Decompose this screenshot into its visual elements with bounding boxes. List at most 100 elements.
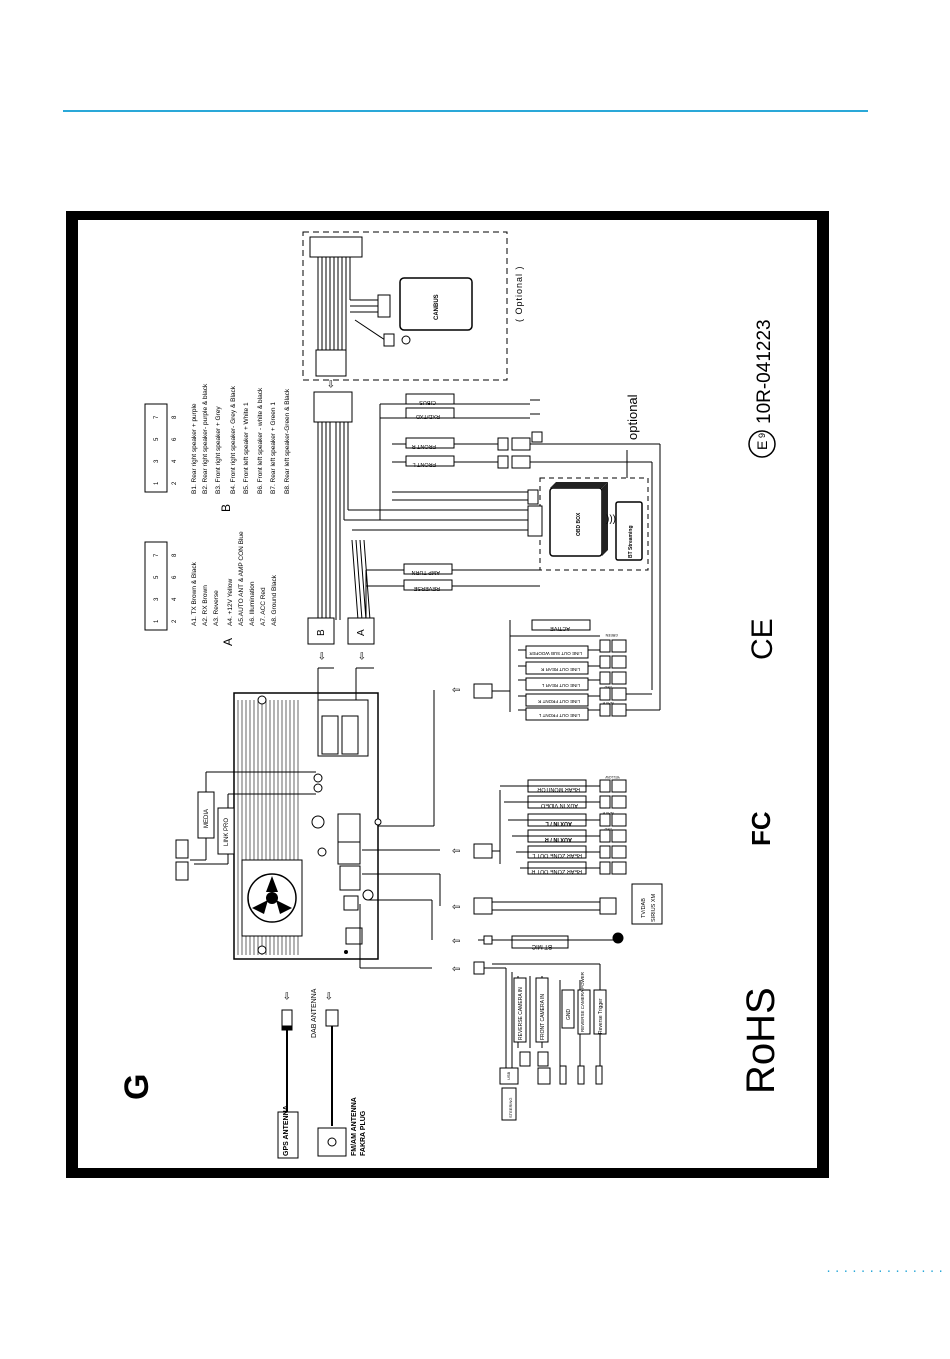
white-label-2: WHITE — [602, 811, 614, 815]
reverse-camera-in-label: REVERSE CAMERA IN — [518, 987, 524, 1040]
svg-text:B3. Front right speaker + Grey: B3. Front right speaker + Grey — [215, 406, 222, 494]
svg-text:B4. Front right speaker- Grey: B4. Front right speaker- Grey & Black — [230, 385, 237, 494]
svg-text:⇦: ⇦ — [317, 652, 328, 660]
steering-label: STEERING — [508, 1098, 513, 1118]
gps-antenna-label: GPS ANTENNA — [283, 1105, 290, 1156]
front-camera-in-label: FRONT CAMERA IN — [540, 994, 546, 1040]
svg-text:⇦: ⇦ — [452, 964, 460, 975]
reverse-trigger-label: Reverse Trigger — [598, 998, 604, 1034]
aux-in-r-label: AUX IN / R — [545, 836, 572, 842]
connector-b-label: B — [316, 629, 327, 636]
e-mark: E 9 — [748, 430, 776, 458]
dab-antenna-label: DAB ANTENNA — [311, 988, 318, 1038]
cibus-wires — [379, 393, 540, 520]
svg-text:5: 5 — [154, 575, 160, 579]
red-label-2: RED — [604, 827, 612, 831]
svg-text:⇦: ⇦ — [357, 652, 368, 660]
yellow-label: YELLOW — [605, 775, 620, 779]
amp-reverse-wires — [365, 563, 540, 618]
white-label-1: WHITE — [602, 701, 614, 705]
rear-l-label: LINE OUT REAR L — [541, 683, 580, 688]
diagram-panel — [78, 220, 817, 1168]
svg-text:8: 8 — [172, 415, 178, 419]
svg-text:A6. Illumination: A6. Illumination — [249, 581, 256, 626]
tv-dab-label: TV/DAB — [641, 898, 647, 918]
rear-r-label: LINE OUT REAR R — [540, 667, 580, 672]
reverse-camera-power-label: REVERSE CAMERA POWER — [580, 971, 585, 1032]
aux-in-l-label: AUX IN / L — [545, 820, 572, 826]
svg-text:B6. Front left speaker - white: B6. Front left speaker - white & black — [257, 387, 264, 494]
svg-text:B2. Rear right speaker- purple: B2. Rear right speaker- purple & black — [202, 383, 209, 494]
svg-text:⇦: ⇦ — [452, 846, 460, 857]
gnd-label: GND — [566, 1009, 572, 1021]
main-harness — [313, 391, 530, 621]
svg-text:B1. Rear right speaker + purpl: B1. Rear right speaker + purple — [191, 403, 198, 494]
aux-group: ⇦ — [362, 779, 627, 875]
svg-text:⇦: ⇦ — [282, 992, 293, 1000]
rear-zone-l-label: REAR ZONE OUT L — [532, 852, 582, 858]
green-label: GREEN — [605, 633, 618, 637]
approval-number: 10R-041223 — [754, 319, 775, 424]
line-front-l-label: LINE OUT FRONT L — [538, 713, 580, 718]
legend-b: 1 3 5 7 2 4 6 8 B B1. Rear right speaker… — [144, 383, 291, 512]
e-mark-number: 9 — [757, 433, 767, 438]
svg-text:8: 8 — [172, 553, 178, 557]
svg-text:5: 5 — [154, 437, 160, 441]
svg-text:B8. Rear left speaker-Green &: B8. Rear left speaker-Green & Black — [284, 388, 291, 494]
svg-text:7: 7 — [154, 415, 160, 419]
svg-text:3: 3 — [154, 597, 160, 601]
sirius-xm-label: SIRIUS XM — [651, 893, 657, 922]
canbus-label: CANBUS — [434, 294, 440, 320]
optional-canbus-group: CANBUS ( Optional ) — [302, 231, 524, 381]
svg-text:A2. RX Brown: A2. RX Brown — [202, 585, 209, 626]
fcc-mark: FC — [746, 811, 776, 846]
cibus-label: CIBUS — [419, 399, 436, 405]
svg-text:2: 2 — [172, 481, 178, 485]
svg-text:))): ))) — [606, 514, 616, 525]
svg-text:⇦: ⇦ — [452, 685, 460, 696]
figure-letter: G — [118, 1074, 156, 1100]
optional-label: optional — [625, 394, 640, 440]
svg-text:3: 3 — [154, 459, 160, 463]
svg-text:4: 4 — [172, 459, 178, 463]
optional-paren-label: ( Optional ) — [514, 265, 524, 322]
svg-text:7: 7 — [154, 553, 160, 557]
media-label: MEDIA — [204, 809, 210, 828]
line-out-group: ⇦ — [378, 619, 660, 827]
legend-a: 1 3 5 7 2 4 6 8 A A1. TX Brown & Black A… — [144, 531, 278, 646]
front-rl-wires — [392, 431, 661, 710]
rear-zone-r-label: REAR ZONE OUT R — [531, 868, 582, 874]
amp-turn-label: AMP TURN — [411, 569, 440, 575]
fakra-plug-label: FAKRA PLUG — [360, 1110, 367, 1156]
svg-text:4: 4 — [172, 597, 178, 601]
front-l-label: FRONT L — [413, 461, 436, 467]
svg-text:⇦: ⇦ — [324, 992, 335, 1000]
svg-text:1: 1 — [154, 481, 160, 485]
line-front-r-label: LINE OUT FRONT R — [537, 699, 580, 704]
svg-text:A3. Reverse: A3. Reverse — [213, 590, 220, 626]
obd-box-label: OBD BOX — [576, 512, 582, 536]
rohs-mark: RoHS — [739, 987, 783, 1094]
rxdtxd-label: RXD/TXD — [416, 413, 440, 419]
page-dots: .............. — [825, 1262, 946, 1275]
bt-mic-group: ⇦ — [368, 899, 624, 949]
front-r-label: FRONT R — [412, 443, 436, 449]
e-mark-letter: E — [754, 441, 770, 450]
svg-text:6: 6 — [172, 575, 178, 579]
usb-label: USB — [506, 1071, 511, 1080]
svg-text:A8. Ground Black: A8. Ground Black — [271, 574, 278, 626]
subwoofer-label: LINE OUT SUB WOOFER — [529, 651, 582, 656]
media-linkpro — [175, 771, 316, 881]
svg-text:2: 2 — [172, 619, 178, 623]
linkpro-label: LINK PRO — [224, 818, 230, 846]
legend-b-letter: B — [219, 504, 233, 512]
svg-text:1: 1 — [154, 619, 160, 623]
red-label-1: RED — [604, 685, 612, 689]
ce-mark: CE — [746, 618, 779, 660]
active-label: ACTIVE — [550, 625, 570, 631]
svg-text:A5.AUTO ANT & AMP CON Blue: A5.AUTO ANT & AMP CON Blue — [238, 531, 245, 626]
obd-group: OBD BOX ))) BT Streaming optional — [392, 394, 649, 571]
aux-in-video-label: AUX IN VIDEO — [540, 802, 578, 808]
reverse-label: REVERSE — [413, 585, 440, 591]
